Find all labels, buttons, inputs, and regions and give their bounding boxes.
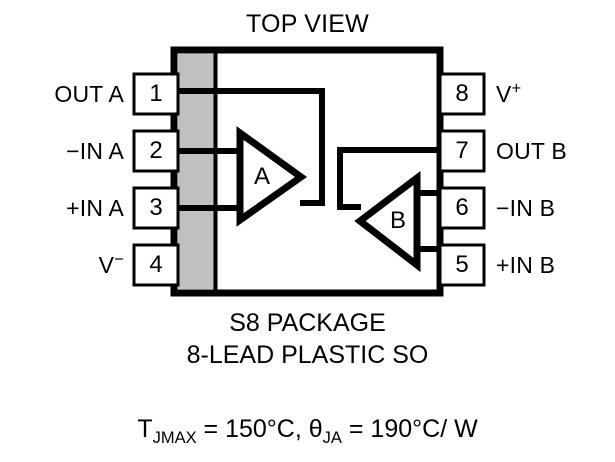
amplifier-a-label: A [253,163,270,190]
pin-label-out-b: OUT B [496,138,567,164]
pin-box-3 [132,186,180,230]
theta-ja-symbol: θ [308,415,323,443]
diagram-title: TOP VIEW [246,10,369,38]
amplifier-b-triangle [354,170,421,273]
pin-box-2 [132,129,180,173]
pin-number-4: 4 [149,251,163,278]
tjmax-symbol: T [137,415,153,443]
pin-label-inv-in-b: −IN B [496,195,556,221]
pin-box-6 [438,186,486,230]
pin-number-8: 8 [455,80,469,107]
pin-label-v-positive-base: V [496,81,512,107]
trace-pin7-to-ampB-output [337,147,440,210]
pin-number-2: 2 [149,137,163,164]
pin-label-v-positive-sup: + [511,78,522,98]
pin-box-4 [132,243,180,287]
pin-box-5 [438,243,486,287]
pin-label-out-a: OUT A [54,81,124,107]
pin-label-noninv-in-a: +IN A [66,195,124,221]
pin-label-v-positive: V+ [496,80,521,107]
pin-number-7: 7 [455,137,469,164]
tjmax-value: = 150°C, [196,415,309,443]
pin-box-8 [438,72,486,116]
pin-label-inv-in-a: −IN A [66,138,124,164]
pin-number-3: 3 [149,194,163,221]
thermal-spec: TJMAX = 150°C, θJA = 190°C/ W [0,415,615,447]
theta-ja-value: = 190°C/ W [341,415,478,443]
pin-label-v-negative-sup: − [114,249,124,269]
theta-ja-subscript: JA [322,429,342,447]
pin-label-v-negative-base: V [98,252,115,278]
pin-box-7 [438,129,486,173]
package-name: S8 PACKAGE [229,309,386,337]
pin-label-noninv-in-b: +IN B [496,252,556,278]
trace-pin1-to-ampA-output [178,88,325,206]
pin-number-6: 6 [455,194,469,221]
pin-number-1: 1 [149,80,163,107]
amplifier-a-triangle [236,126,308,227]
tjmax-subscript: JMAX [152,429,197,447]
pin-label-v-negative: V− [0,251,124,278]
pin-number-5: 5 [455,251,469,278]
package-description: 8-LEAD PLASTIC SO [186,341,429,369]
amplifier-b-label: B [389,207,406,234]
